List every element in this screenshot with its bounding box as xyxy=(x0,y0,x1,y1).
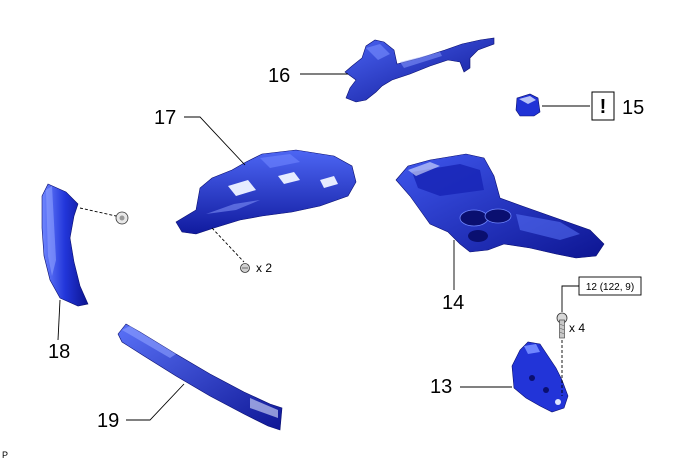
caution-box xyxy=(591,91,615,121)
part-18-pillar-trim xyxy=(41,183,89,307)
callout-18: 18 xyxy=(48,341,70,363)
bolt-13 xyxy=(556,312,568,339)
callout-13: 13 xyxy=(430,376,452,398)
callout-15: 15 xyxy=(622,97,644,119)
callout-19: 19 xyxy=(97,410,119,432)
part-13-shift-assembly xyxy=(511,341,569,413)
part-15-clip xyxy=(515,93,541,117)
callout-16: 16 xyxy=(268,65,290,87)
torque-box xyxy=(578,276,642,296)
part-17-panel xyxy=(175,149,357,235)
part-16-bracket xyxy=(344,37,495,103)
quantity-13: x 4 xyxy=(569,321,585,335)
part-19-sill-trim xyxy=(117,323,283,431)
callout-14: 14 xyxy=(442,292,464,314)
screw-17 xyxy=(240,263,250,273)
callout-17: 17 xyxy=(154,107,176,129)
part-14-console-box xyxy=(395,153,605,259)
caution-mark: ! xyxy=(600,96,607,118)
leader-lines xyxy=(57,73,590,421)
clip-18 xyxy=(115,211,129,225)
quantity-17: x 2 xyxy=(256,261,272,275)
torque-spec: 12 (122, 9) xyxy=(586,282,634,293)
corner-code: P xyxy=(2,450,8,460)
